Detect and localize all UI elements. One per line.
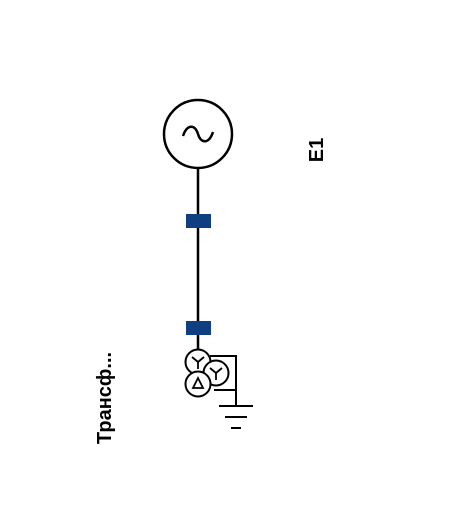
transformer-label: Трансф... [94,352,116,444]
breaker-2-icon[interactable] [186,321,211,335]
ground-icon [219,405,253,429]
source-label: E1 [306,138,328,162]
transformer-icon[interactable] [184,348,237,407]
breaker-1-icon[interactable] [186,214,211,228]
generator-ac-source-icon[interactable] [162,98,234,170]
